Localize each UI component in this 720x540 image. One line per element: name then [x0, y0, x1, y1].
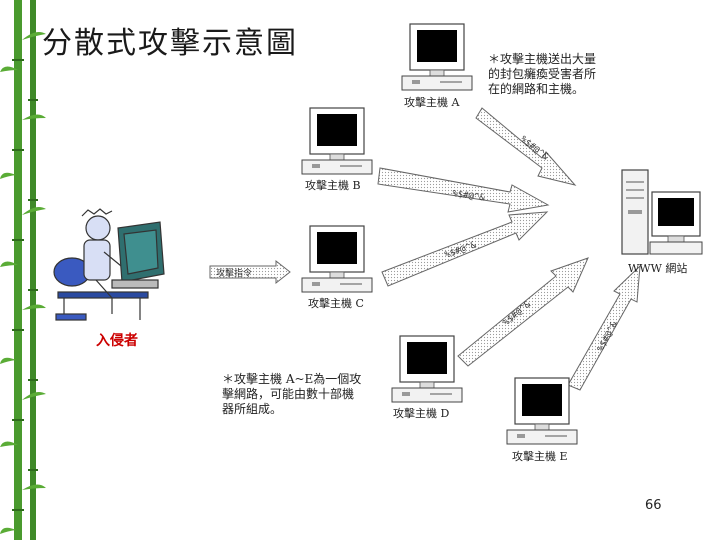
host-d-label: 攻擊主機 D — [393, 405, 449, 421]
host-b-computer — [302, 108, 372, 174]
www-label: WWW 網站 — [628, 260, 687, 276]
host-c-computer — [302, 226, 372, 292]
intruder-figure — [54, 209, 164, 320]
command-label: 攻擊指令 — [216, 267, 252, 279]
host-b-label: 攻擊主機 B — [305, 177, 361, 193]
page-number: 66 — [645, 498, 662, 513]
host-e-computer — [507, 378, 577, 444]
host-a-computer — [402, 24, 472, 90]
host-d-computer — [392, 336, 462, 402]
intruder-label: 入侵者 — [96, 330, 138, 350]
host-c-label: 攻擊主機 C — [308, 295, 364, 311]
note-bottom: ＊攻擊主機 A~E為一個攻擊網路，可能由數十部機器所組成。 — [222, 372, 362, 417]
www-server — [622, 170, 702, 254]
note-top: ＊攻擊主機送出大量的封包癱瘓受害者所在的網路和主機。 — [488, 52, 606, 97]
arrow-e-to-www — [568, 266, 640, 390]
host-a-label: 攻擊主機 A — [404, 94, 459, 110]
host-e-label: 攻擊主機 E — [512, 448, 568, 464]
